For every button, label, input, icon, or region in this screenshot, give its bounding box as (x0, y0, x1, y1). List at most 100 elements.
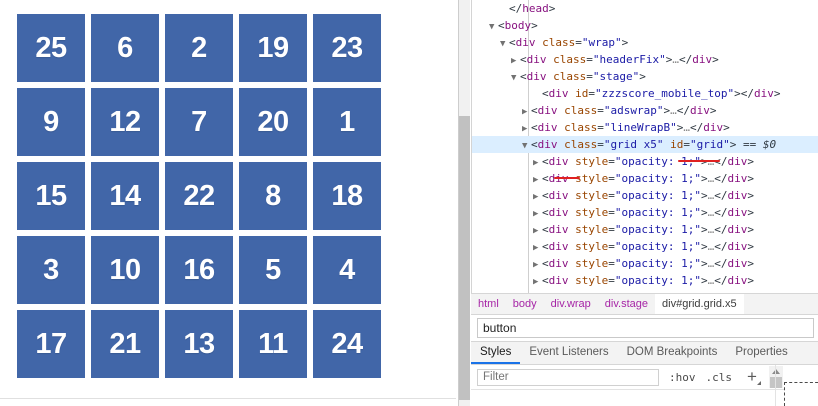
twisty-collapsed-icon[interactable]: ▶ (533, 243, 539, 253)
grid-tile[interactable]: 18 (313, 162, 381, 230)
grid-tile[interactable]: 21 (91, 310, 159, 378)
grid-tile[interactable]: 19 (239, 14, 307, 82)
grid-tile[interactable]: 25 (17, 14, 85, 82)
hov-toggle-button[interactable]: :hov (669, 370, 696, 384)
cls-toggle-button[interactable]: .cls (705, 370, 733, 384)
dom-token-punct: </ (689, 121, 704, 134)
dom-token-punct: > (700, 274, 708, 287)
styles-filter-input[interactable] (477, 368, 659, 386)
dom-token-attr: id (568, 87, 589, 100)
grid-tile[interactable]: 3 (17, 236, 85, 304)
dom-node-row[interactable]: ▶<div style="opacity: 1;">…</div> (472, 272, 818, 289)
twisty-expanded-icon[interactable]: ▼ (489, 22, 495, 32)
twisty-collapsed-icon[interactable]: ▶ (533, 209, 539, 219)
box-model-diagram (784, 382, 818, 406)
grid-tile[interactable]: 1 (313, 88, 381, 156)
grid-tile[interactable]: 5 (239, 236, 307, 304)
breadcrumb-item[interactable]: html (478, 297, 499, 310)
dom-node-row[interactable]: </head> (472, 0, 818, 17)
dom-node-row[interactable]: ▶<div class="adswrap">…</div> (472, 102, 818, 119)
twisty-collapsed-icon[interactable]: ▶ (533, 277, 539, 287)
dom-node-row[interactable]: ▶<div style="opacity: 1;">…</div> (472, 238, 818, 255)
twisty-collapsed-icon[interactable]: ▶ (511, 56, 517, 66)
twisty-collapsed-icon[interactable]: ▶ (533, 192, 539, 202)
twisty-expanded-icon[interactable]: ▼ (511, 73, 517, 83)
twisty-collapsed-icon[interactable]: ▶ (533, 175, 539, 185)
devtools-vertical-scrollbar-thumb[interactable] (459, 116, 470, 400)
grid-tile[interactable]: 6 (91, 14, 159, 82)
dom-node-row[interactable]: ▶<div style="opacity: 1;">…</div> (472, 187, 818, 204)
twisty-expanded-icon[interactable]: ▼ (522, 141, 528, 151)
dom-node-row[interactable]: ▶<div style="opacity: 1;">…</div> (472, 204, 818, 221)
dom-node-more-icon[interactable]: ⋯ (471, 136, 472, 153)
dom-token-punct: > (712, 53, 719, 66)
dom-node-row[interactable]: ▼<div class="wrap"> (472, 34, 818, 51)
twisty-collapsed-icon[interactable]: ▶ (533, 226, 539, 236)
breadcrumb-item[interactable]: div#grid.grid.x5 (655, 294, 744, 314)
dom-token-attr: style (568, 172, 609, 185)
dom-node-row[interactable]: ▶<div class="headerFix">…</div> (472, 51, 818, 68)
grid-tile[interactable]: 17 (17, 310, 85, 378)
tab-event-listeners[interactable]: Event Listeners (529, 346, 609, 358)
grid-tile[interactable]: 22 (165, 162, 233, 230)
dom-node-row[interactable]: ▶<div class="lineWrapB">…</div> (472, 119, 818, 136)
dom-token-attr: class (546, 53, 587, 66)
dom-token-punct: > (700, 189, 708, 202)
grid-tile[interactable]: 12 (91, 88, 159, 156)
dom-token-punct: < (542, 172, 549, 185)
dom-token-tag: div (548, 274, 569, 287)
grid-tile[interactable]: 8 (239, 162, 307, 230)
dom-node-row[interactable]: ▶<div style="opacity: 1;">…</div> (472, 255, 818, 272)
dom-token-punct: = (586, 70, 593, 83)
twisty-collapsed-icon[interactable]: ▶ (533, 260, 539, 270)
grid-tile[interactable]: 20 (239, 88, 307, 156)
twisty-expanded-icon[interactable]: ▼ (500, 39, 506, 49)
dom-token-ellip: … (707, 274, 715, 287)
dom-node-row-selected[interactable]: ⋯▼<div class="grid x5" id="grid"> == $0 (472, 136, 818, 153)
grid-tile[interactable]: 4 (313, 236, 381, 304)
tab-dom-breakpoints[interactable]: DOM Breakpoints (626, 346, 718, 358)
dom-node-row[interactable]: <div id="zzzscore_mobile_top"></div> (472, 85, 818, 102)
new-style-rule-button[interactable]: + (744, 368, 761, 385)
twisty-collapsed-icon[interactable]: ▶ (522, 107, 528, 117)
dom-token-punct: = (608, 240, 615, 253)
dom-node-row[interactable]: ▼<body> (472, 17, 818, 34)
dom-tree[interactable]: </head>▼<body>▼<div class="wrap">▶<div c… (471, 0, 818, 293)
breadcrumb-item[interactable]: div.stage (604, 297, 649, 310)
twisty-collapsed-icon[interactable]: ▶ (522, 124, 528, 134)
grid-tile[interactable]: 16 (165, 236, 233, 304)
breadcrumb[interactable]: html body div.wrap div.stage div#grid.grid.x… (471, 293, 818, 315)
grid-tile[interactable]: 15 (17, 162, 85, 230)
breadcrumb-item[interactable]: body (512, 297, 537, 310)
dom-node-row[interactable]: ▶<div style="opacity: 1;">…</div> (472, 221, 818, 238)
styles-scrollbar-thumb[interactable] (770, 377, 782, 388)
grid-tile[interactable]: 11 (239, 310, 307, 378)
grid-tile[interactable]: 13 (165, 310, 233, 378)
grid-tile[interactable]: 2 (165, 14, 233, 82)
breadcrumb-item[interactable]: div.wrap (550, 297, 591, 310)
grid-tile[interactable]: 9 (17, 88, 85, 156)
dom-node-row[interactable]: ▶<div style="opacity: 1;">…</div> (472, 153, 818, 170)
dom-token-punct: </ (714, 257, 728, 270)
dom-token-punct: = (575, 36, 582, 49)
styles-scroll-up-button[interactable] (769, 366, 783, 388)
dom-token-punct: > (639, 70, 646, 83)
dom-token-tag: div (526, 70, 547, 83)
grid-tile[interactable]: 7 (165, 88, 233, 156)
grid-tile[interactable]: 24 (313, 310, 381, 378)
dom-token-tag: div (548, 87, 569, 100)
grid-tile[interactable]: 14 (91, 162, 159, 230)
dom-token-punct: < (531, 121, 538, 134)
tab-properties[interactable]: Properties (735, 346, 788, 358)
dom-token-ellip: … (670, 104, 677, 117)
tab-styles[interactable]: Styles (471, 342, 521, 364)
sidebar-tabbar[interactable]: Styles Event Listeners DOM Breakpoints Prop… (471, 341, 818, 365)
dom-node-row[interactable]: ▼<div class="stage"> (472, 68, 818, 85)
dom-search-input[interactable] (477, 318, 814, 338)
grid-tile[interactable]: 23 (313, 14, 381, 82)
dom-node-row[interactable]: ▶<div style="opacity: 1;">…</div> (472, 170, 818, 187)
dom-token-punct: > (700, 257, 708, 270)
grid-tile[interactable]: 10 (91, 236, 159, 304)
dom-token-ellip: … (672, 53, 679, 66)
twisty-collapsed-icon[interactable]: ▶ (533, 158, 539, 168)
